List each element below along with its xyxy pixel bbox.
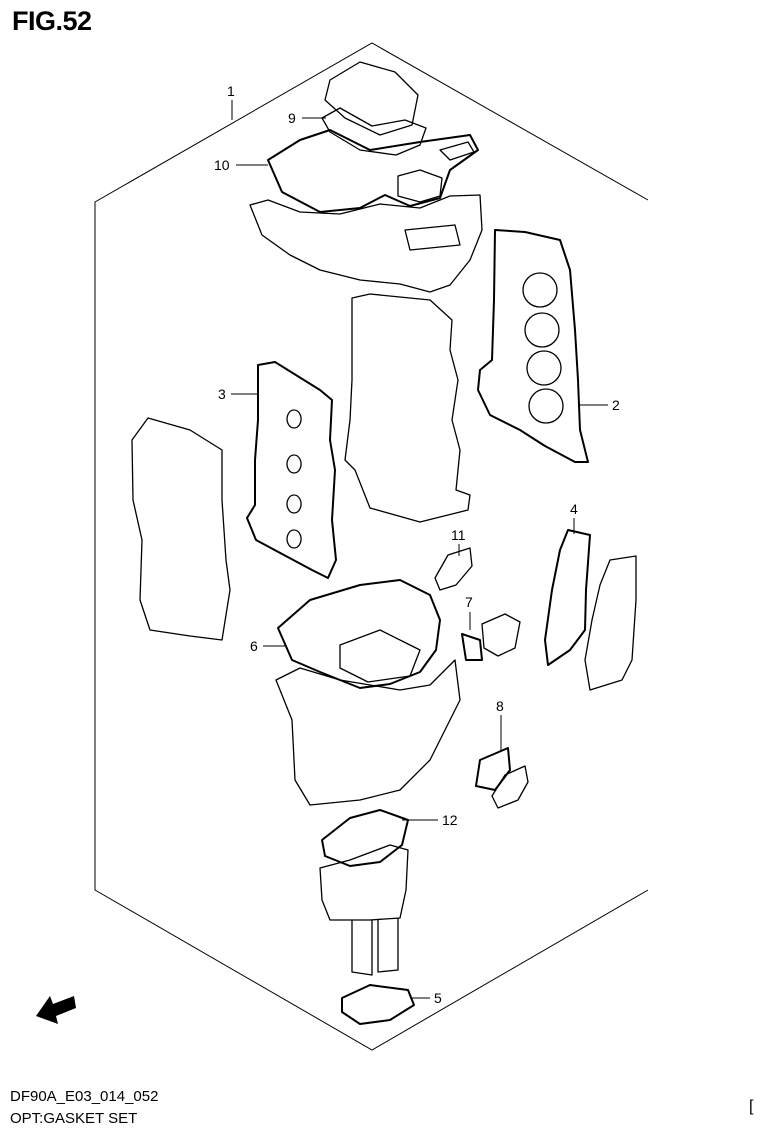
part-11-gasket bbox=[434, 547, 473, 591]
callout-10: 10 bbox=[214, 157, 268, 173]
svg-text:12: 12 bbox=[442, 812, 458, 828]
svg-text:1: 1 bbox=[227, 83, 235, 99]
svg-text:5: 5 bbox=[434, 990, 442, 1006]
callout-5: 5 bbox=[410, 990, 442, 1006]
svg-text:3: 3 bbox=[218, 386, 226, 402]
cylinder-block bbox=[344, 293, 471, 523]
callout-9: 9 bbox=[288, 110, 326, 126]
callout-3: 3 bbox=[218, 386, 258, 402]
part-8-cover bbox=[491, 765, 529, 809]
figure-caption: OPT:GASKET SET bbox=[10, 1110, 138, 1127]
fwd-arrow-icon bbox=[36, 996, 76, 1024]
svg-text:11: 11 bbox=[451, 527, 466, 543]
part-10-gasket bbox=[267, 129, 479, 213]
callout-2: 2 bbox=[580, 397, 620, 413]
part-7-thermostat bbox=[461, 613, 521, 661]
part-12-gasket bbox=[321, 809, 409, 867]
part-2-cylinder-head-gasket bbox=[477, 229, 589, 463]
svg-text:2: 2 bbox=[612, 397, 620, 413]
svg-text:4: 4 bbox=[570, 501, 578, 517]
right-cover-gasket bbox=[584, 555, 637, 691]
part-4-side-gasket bbox=[544, 529, 591, 666]
svg-text:8: 8 bbox=[496, 698, 504, 714]
svg-text:6: 6 bbox=[250, 638, 258, 654]
lower-housing bbox=[275, 659, 461, 806]
svg-text:7: 7 bbox=[465, 594, 473, 610]
part-6-exhaust-gasket bbox=[277, 579, 441, 689]
svg-text:10: 10 bbox=[214, 157, 230, 173]
upper-housing bbox=[249, 194, 483, 293]
svg-text:9: 9 bbox=[288, 110, 296, 126]
callout-1: 1 bbox=[227, 83, 235, 120]
callout-12: 12 bbox=[402, 812, 458, 828]
part-9-gasket bbox=[321, 61, 427, 156]
model-code: DF90A_E03_014_052 bbox=[10, 1088, 159, 1105]
set-frame-outline bbox=[94, 42, 649, 1051]
page-bracket: [ bbox=[749, 1098, 754, 1115]
callout-4: 4 bbox=[570, 501, 578, 534]
oil-strainer-body bbox=[319, 844, 409, 921]
part-3-head-cover-gasket bbox=[246, 361, 337, 579]
callout-7: 7 bbox=[465, 594, 473, 630]
callout-6: 6 bbox=[250, 638, 285, 654]
callout-11: 11 bbox=[451, 527, 466, 556]
part-5-gasket bbox=[341, 984, 415, 1025]
figure-title: FIG.52 bbox=[12, 6, 92, 36]
crankcase-gasket-left bbox=[131, 417, 231, 641]
part-8-gasket bbox=[475, 747, 511, 791]
callout-8: 8 bbox=[496, 698, 504, 752]
